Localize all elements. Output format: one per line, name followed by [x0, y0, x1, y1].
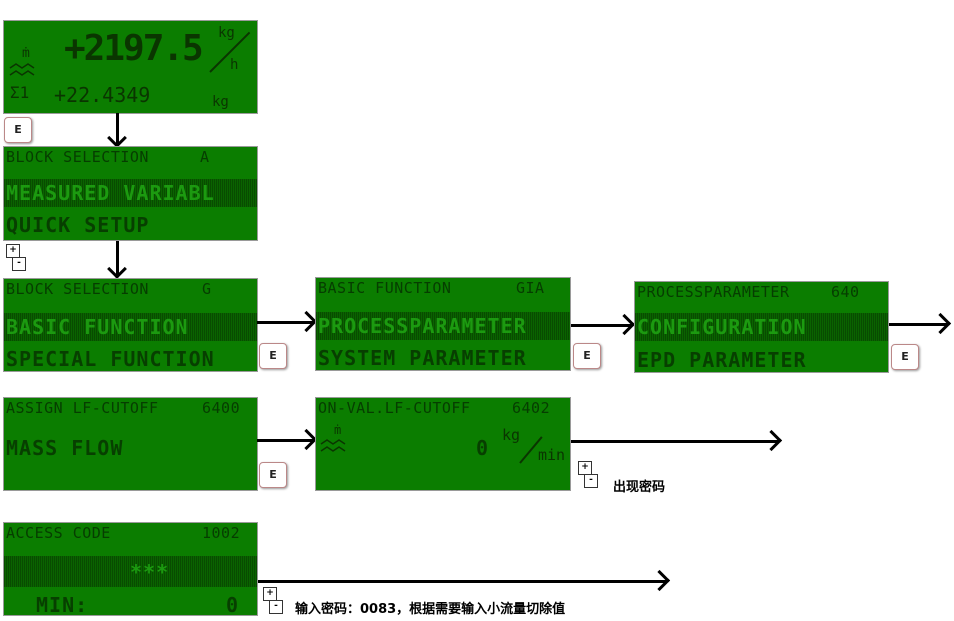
process-parameter-panel: PROCESSPARAMETER 640 CONFIGURATION EPD P… — [634, 281, 889, 373]
min-label: MIN: — [36, 593, 89, 616]
flow-symbol-icon: ṁ — [334, 423, 342, 437]
unit-top: kg — [502, 426, 521, 444]
selected-menu-item[interactable]: PROCESSPARAMETER — [316, 312, 570, 340]
selected-menu-item[interactable]: MEASURED VARIABL — [4, 179, 257, 207]
code-appears-note: 出现密码 — [613, 480, 666, 495]
code-input-field[interactable]: *** — [4, 556, 257, 587]
down-arrow — [116, 241, 119, 276]
panel-code: A — [200, 148, 210, 166]
panel-header: ON-VAL.LF-CUTOFF — [318, 399, 471, 417]
plus-key[interactable]: + — [578, 461, 592, 475]
minus-key[interactable]: - — [269, 600, 283, 614]
access-code-panel: ACCESS CODE 1002 *** MIN: 0 — [3, 522, 258, 616]
cutoff-value[interactable]: 0 — [476, 436, 490, 460]
enter-key-button[interactable]: E — [259, 343, 287, 369]
min-value: 0 — [226, 593, 240, 616]
enter-key-button[interactable]: E — [891, 344, 919, 370]
plus-minus-keys-icon[interactable]: + - — [263, 587, 285, 615]
panel-code: G — [202, 280, 212, 298]
unit-bottom: min — [538, 446, 566, 464]
wave-icon — [320, 439, 346, 452]
menu-item[interactable]: SYSTEM PARAMETER — [318, 346, 527, 370]
selected-menu-item[interactable]: CONFIGURATION — [635, 313, 888, 341]
right-arrow — [257, 321, 313, 324]
down-arrow — [116, 113, 119, 145]
plus-minus-keys-icon[interactable]: + - — [578, 461, 600, 489]
selected-menu-item[interactable]: BASIC FUNCTION — [4, 313, 257, 341]
enter-key-button[interactable]: E — [4, 117, 32, 143]
panel-code: 6400 — [202, 399, 241, 417]
basic-function-panel: BASIC FUNCTION GIA PROCESSPARAMETER SYST… — [315, 277, 571, 371]
right-arrow — [258, 580, 666, 583]
panel-code: GIA — [516, 279, 545, 297]
flow-value: +2197.5 — [64, 28, 204, 69]
menu-item[interactable]: QUICK SETUP — [6, 213, 150, 237]
panel-header: BASIC FUNCTION — [318, 279, 452, 297]
enter-key-button[interactable]: E — [573, 343, 601, 369]
minus-key[interactable]: - — [584, 474, 598, 488]
right-arrow — [571, 440, 778, 443]
minus-key[interactable]: - — [12, 257, 26, 271]
assign-lf-cutoff-panel: ASSIGN LF-CUTOFF 6400 MASS FLOW — [3, 397, 258, 491]
total-label: Σ1 — [10, 83, 30, 102]
masked-code: *** — [130, 560, 170, 584]
right-arrow — [257, 439, 313, 442]
plus-key[interactable]: + — [6, 244, 20, 258]
block-selection-g-panel: BLOCK SELECTION G BASIC FUNCTION SPECIAL… — [3, 278, 258, 372]
panel-header: BLOCK SELECTION — [6, 280, 149, 298]
menu-item-label: BASIC FUNCTION — [6, 315, 189, 339]
right-arrow — [571, 324, 631, 327]
menu-item[interactable]: SPECIAL FUNCTION — [6, 347, 215, 371]
block-selection-a-panel: BLOCK SELECTION A MEASURED VARIABL QUICK… — [3, 146, 258, 241]
total-value: +22.4349 — [54, 83, 151, 107]
right-arrow — [889, 323, 947, 326]
panel-header: PROCESSPARAMETER — [637, 283, 790, 301]
total-unit: kg — [212, 94, 229, 110]
plus-minus-keys-icon[interactable]: + - — [6, 244, 28, 272]
flow-symbol-icon: ṁ — [22, 46, 30, 61]
menu-item-label: PROCESSPARAMETER — [318, 314, 527, 338]
flow-unit-bottom: h — [230, 57, 239, 73]
panel-header: BLOCK SELECTION — [6, 148, 149, 166]
wave-icon — [9, 63, 35, 76]
flow-unit-top: kg — [218, 25, 235, 41]
on-val-lf-cutoff-panel: ON-VAL.LF-CUTOFF 6402 ṁ 0 kg min — [315, 397, 571, 491]
plus-key[interactable]: + — [263, 587, 277, 601]
main-display-panel: ṁ +2197.5 kg h Σ1 +22.4349 kg — [3, 20, 258, 114]
panel-code: 1002 — [202, 524, 241, 542]
panel-code: 6402 — [512, 399, 551, 417]
enter-key-button[interactable]: E — [259, 462, 287, 488]
menu-item-label: CONFIGURATION — [637, 315, 807, 339]
panel-header: ACCESS CODE — [6, 524, 111, 542]
selected-value[interactable]: MASS FLOW — [6, 436, 124, 460]
menu-item-label: MEASURED VARIABL — [6, 181, 215, 205]
enter-code-note: 输入密码：0083，根据需要输入小流量切除值 — [295, 602, 566, 617]
panel-code: 640 — [831, 283, 860, 301]
menu-item[interactable]: EPD PARAMETER — [637, 348, 807, 372]
panel-header: ASSIGN LF-CUTOFF — [6, 399, 159, 417]
